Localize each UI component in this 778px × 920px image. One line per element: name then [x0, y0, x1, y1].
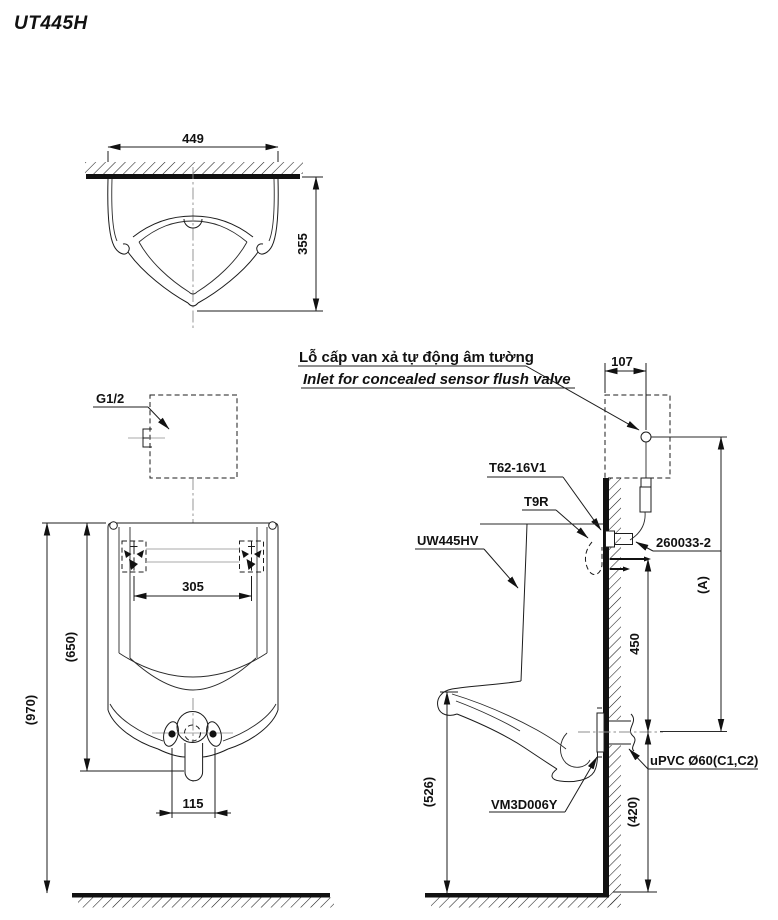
- dim-top-depth: 355: [197, 176, 323, 312]
- dim-overall-height: (970): [23, 522, 51, 894]
- concealed-valve-box-front: [149, 394, 238, 479]
- label-urinal-model: UW445HV: [415, 533, 519, 589]
- dim-inlet-height-ref: (A): [660, 436, 727, 733]
- wall-hatch-top-view: [85, 162, 303, 174]
- label-flush-valve: T62-16V1: [487, 460, 602, 531]
- dim-top-width: 449: [107, 131, 279, 162]
- label-outlet-socket: VM3D006Y: [489, 756, 598, 813]
- inlet-note-vietnamese: Lỗ cấp van xả tự động âm tường: [299, 349, 534, 366]
- front-view: G1/2: [23, 391, 334, 908]
- flush-valve-fitting: [584, 530, 651, 576]
- dim-hanger-spacing: 305: [133, 576, 253, 601]
- urinal-top-outline: [107, 178, 279, 307]
- drain-spreader: [152, 698, 233, 782]
- dim-rim-height-value: (526): [421, 777, 436, 807]
- dim-top-depth-value: 355: [295, 233, 310, 255]
- floor-front: [72, 893, 330, 898]
- top-view: 449 355: [85, 131, 323, 331]
- dim-spud-center-height: (650): [42, 522, 184, 772]
- wall-face-side: [603, 478, 609, 898]
- urinal-front-outline: [107, 521, 279, 758]
- label-drain-pipe: uPVC Ø60(C1,C2): [628, 748, 758, 770]
- floor-hatch-front: [78, 897, 334, 908]
- dim-inlet-offset-value: 107: [611, 354, 633, 369]
- hanger-bracket-right: [239, 540, 264, 573]
- outlet-assembly: [578, 707, 663, 758]
- svg-text:T62-16V1: T62-16V1: [489, 460, 546, 475]
- dim-top-width-value: 449: [182, 131, 204, 146]
- dim-inlet-offset: 107: [604, 354, 647, 430]
- label-supply-thread: G1/2: [93, 391, 170, 448]
- dim-spud-center-height-value: (650): [63, 632, 78, 662]
- svg-text:VM3D006Y: VM3D006Y: [491, 797, 558, 812]
- concealed-valve-box-side: [604, 394, 671, 479]
- product-code: UT445H: [14, 13, 89, 34]
- floor-hatch-side: [431, 897, 620, 908]
- wall-hatch-side: [609, 478, 621, 905]
- svg-text:260033-2: 260033-2: [656, 535, 711, 550]
- inlet-point: [640, 431, 652, 443]
- svg-text:T9R: T9R: [524, 494, 549, 509]
- urinal-side-outline: [437, 523, 603, 783]
- dim-outlet-width-value: 115: [183, 796, 204, 811]
- dim-valve-to-outlet-value: 450: [627, 633, 642, 655]
- dim-outlet-height: (420): [613, 731, 657, 893]
- dim-overall-height-value: (970): [23, 695, 38, 725]
- dim-outlet-width: 115: [156, 748, 231, 818]
- dim-outlet-height-value: (420): [625, 797, 640, 827]
- inlet-note-english: Inlet for concealed sensor flush valve: [303, 371, 571, 388]
- supply-hose: [629, 477, 652, 541]
- label-inlet-note: Lỗ cấp van xả tự động âm tường Inlet for…: [298, 349, 640, 431]
- label-spud: T9R: [522, 494, 589, 539]
- dim-valve-to-outlet: 450: [627, 558, 652, 733]
- floor-side: [425, 893, 609, 898]
- svg-text:G1/2: G1/2: [96, 391, 124, 406]
- dim-rim-height: (526): [421, 691, 458, 894]
- svg-text:uPVC Ø60(C1,C2): uPVC Ø60(C1,C2): [650, 753, 758, 768]
- dim-inlet-height-ref-value: (A): [695, 576, 710, 594]
- dim-hanger-spacing-value: 305: [182, 579, 204, 594]
- hanger-bracket-left: [121, 540, 147, 573]
- side-view: Lỗ cấp van xả tự động âm tường Inlet for…: [298, 349, 758, 908]
- label-hose-part: 260033-2: [635, 535, 721, 552]
- svg-text:UW445HV: UW445HV: [417, 533, 479, 548]
